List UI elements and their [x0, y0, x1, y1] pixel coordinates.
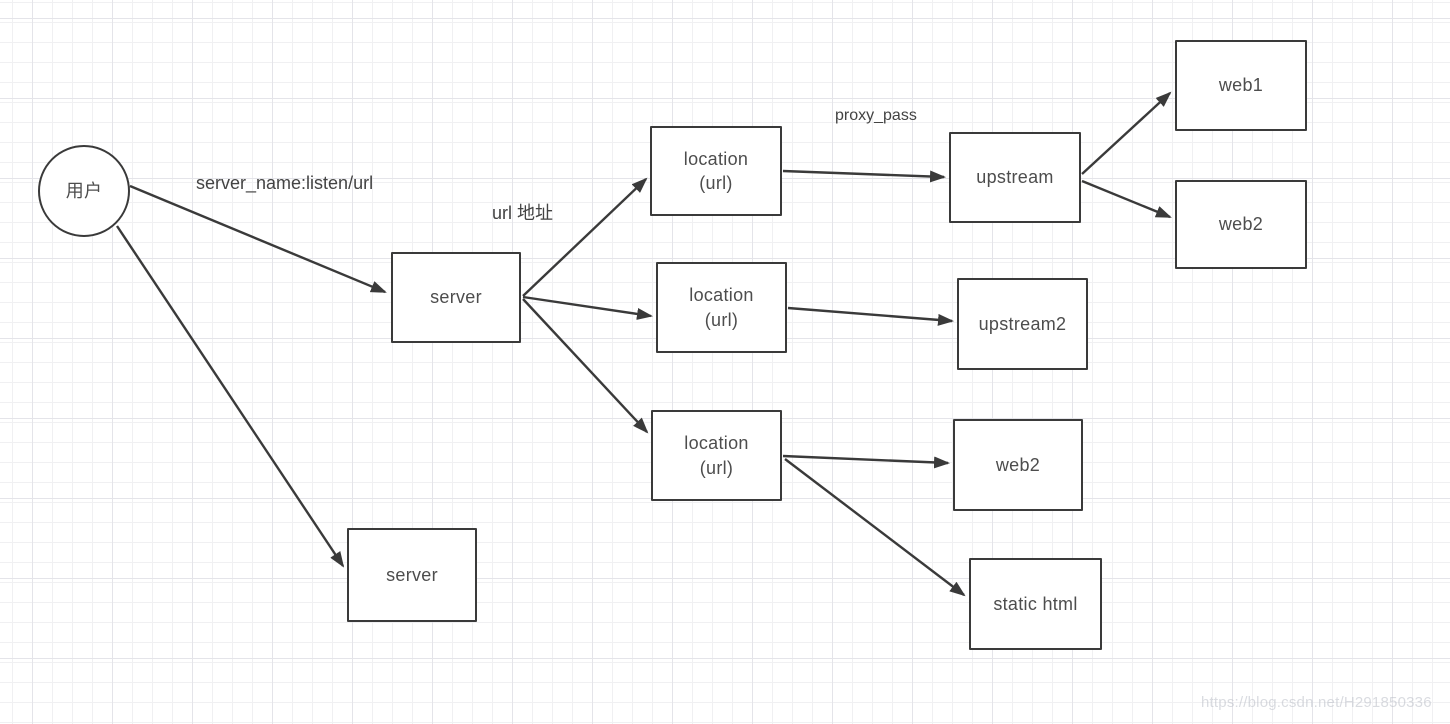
node-static-html: static html — [969, 558, 1102, 650]
node-location-3: location (url) — [651, 410, 782, 501]
edge-label-url-address: url 地址 — [492, 203, 554, 223]
node-upstream2: upstream2 — [957, 278, 1088, 370]
node-web2-mid: web2 — [953, 419, 1083, 511]
node-label-location-2: location (url) — [689, 285, 754, 330]
edge-user-to-server — [129, 184, 387, 294]
node-label-upstream2: upstream2 — [978, 313, 1067, 334]
node-label-static-html: static html — [993, 593, 1078, 614]
edge-server-to-location2 — [522, 295, 653, 320]
edge-location3-to-web2 — [782, 454, 950, 469]
node-label-server-main: server — [430, 287, 482, 308]
edge-label-server-name-listen-url: server_name:listen/url — [196, 173, 374, 193]
node-label-web2-mid: web2 — [995, 454, 1041, 475]
node-server-main: server — [391, 252, 521, 343]
edge-label-proxy-pass: proxy_pass — [835, 107, 917, 124]
node-label-location-3: location (url) — [684, 433, 749, 478]
node-label-location-1: location (url) — [683, 148, 749, 193]
node-location-2: location (url) — [656, 262, 787, 353]
node-label-web1: web1 — [1218, 75, 1264, 96]
edge-upstream-to-web1 — [1081, 91, 1172, 175]
node-web2-top: web2 — [1175, 180, 1307, 269]
node-label-user: 用户 — [65, 180, 103, 201]
node-label-server-2: server — [386, 564, 438, 585]
node-server-2: server — [347, 528, 477, 622]
node-upstream: upstream — [949, 132, 1081, 223]
node-label-upstream: upstream — [976, 167, 1054, 188]
edge-server-to-location3 — [522, 298, 649, 434]
edge-upstream-to-web2 — [1081, 179, 1172, 219]
edge-location1-to-upstream — [782, 169, 946, 183]
edge-location3-to-statichtml — [784, 458, 966, 597]
node-user: 用户 — [38, 145, 130, 237]
edge-user-to-server2 — [116, 225, 345, 568]
node-label-web2-top: web2 — [1218, 214, 1264, 235]
edge-location2-to-upstream2 — [787, 306, 954, 326]
csdn-watermark: https://blog.csdn.net/H291850336 — [1201, 694, 1432, 711]
edge-server-to-location1 — [522, 177, 648, 297]
node-web1: web1 — [1175, 40, 1307, 131]
node-location-1: location (url) — [650, 126, 782, 216]
